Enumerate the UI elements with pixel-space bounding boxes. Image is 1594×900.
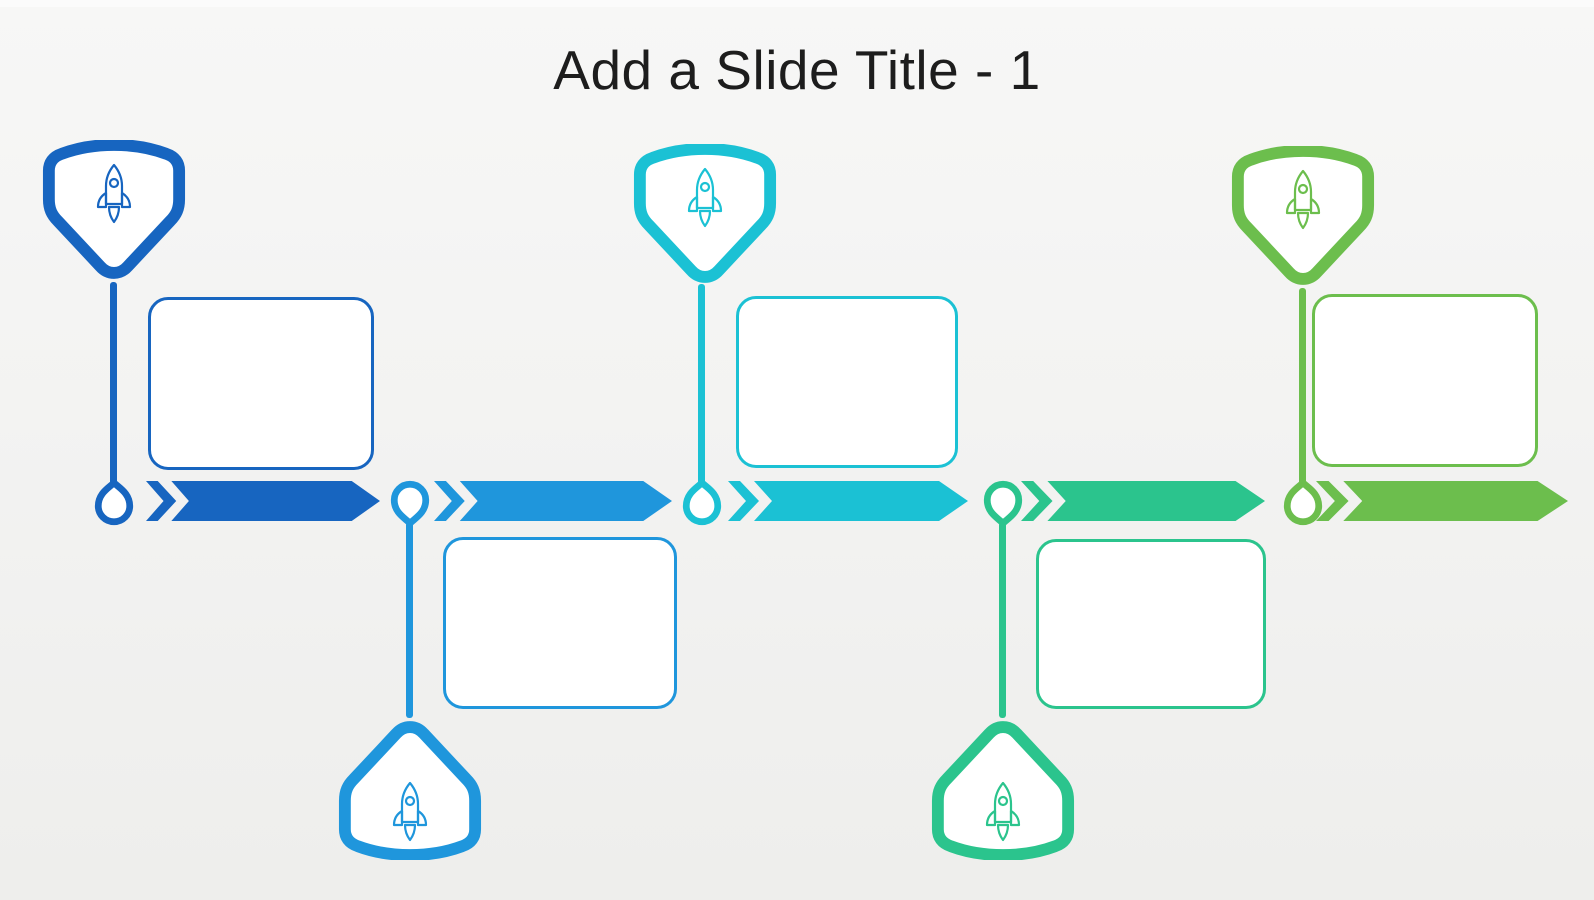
timeline-node-circle[interactable]	[389, 479, 431, 527]
slide-top-edge	[0, 0, 1594, 7]
content-box[interactable]	[1036, 539, 1266, 709]
milestone-badge[interactable]	[1229, 146, 1377, 294]
timeline-arrow[interactable]	[1316, 481, 1568, 521]
connector-line	[110, 282, 117, 486]
content-box[interactable]	[1312, 294, 1538, 467]
milestone-badge[interactable]	[929, 712, 1077, 860]
timeline-arrow[interactable]	[146, 481, 380, 521]
milestone-badge[interactable]	[336, 712, 484, 860]
timeline-node-circle[interactable]	[982, 479, 1024, 527]
content-box[interactable]	[148, 297, 374, 470]
milestone-badge[interactable]	[40, 140, 188, 288]
rocket-icon	[388, 780, 432, 844]
timeline-node-circle[interactable]	[93, 479, 135, 527]
content-box[interactable]	[736, 296, 958, 468]
connector-line	[406, 522, 413, 718]
timeline-arrow[interactable]	[728, 481, 968, 521]
slide-title[interactable]: Add a Slide Title - 1	[553, 39, 1041, 101]
connector-line	[999, 522, 1006, 718]
timeline-node-circle[interactable]	[681, 479, 723, 527]
connector-line	[1299, 288, 1306, 486]
rocket-icon	[981, 780, 1025, 844]
rocket-icon	[683, 166, 727, 230]
timeline-arrow[interactable]	[1021, 481, 1265, 521]
rocket-icon	[1281, 168, 1325, 232]
milestone-badge[interactable]	[631, 144, 779, 292]
content-box[interactable]	[443, 537, 677, 709]
timeline-arrow[interactable]	[434, 481, 672, 521]
connector-line	[698, 284, 705, 486]
rocket-icon	[92, 162, 136, 226]
